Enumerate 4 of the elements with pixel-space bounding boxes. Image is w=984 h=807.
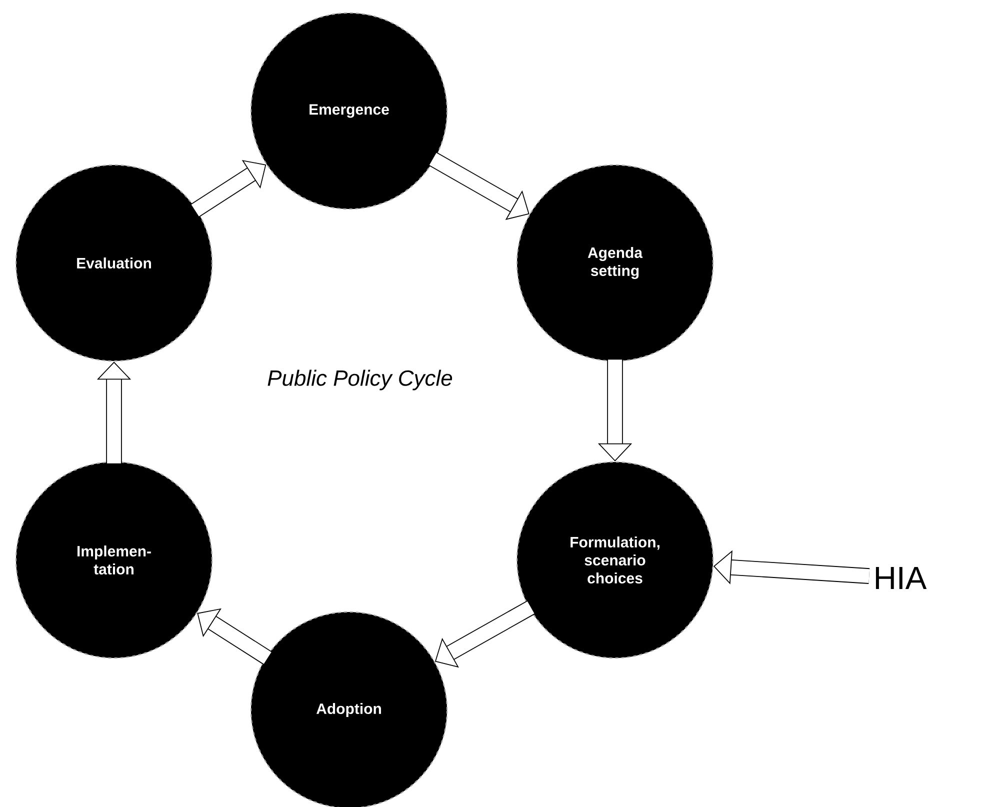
block-arrow xyxy=(428,152,530,220)
cycle-title: Public Policy Cycle xyxy=(268,370,452,390)
input-label: HIA xyxy=(876,567,927,590)
block-arrow xyxy=(190,160,266,218)
